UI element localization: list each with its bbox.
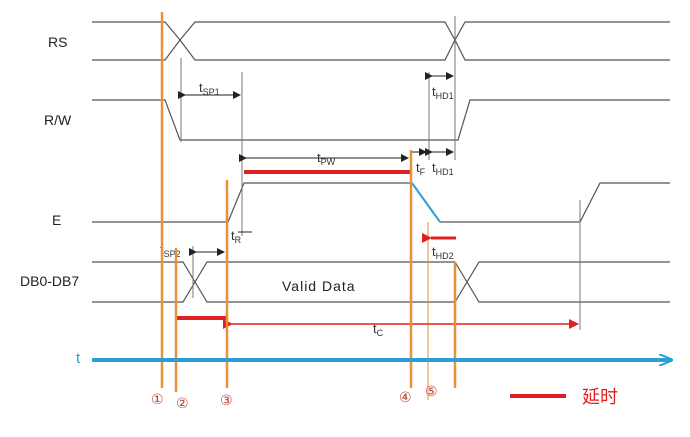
legend-label: 延时 bbox=[582, 387, 618, 408]
param-tsp1: tSP1 bbox=[199, 80, 220, 97]
param-tpw: tPW bbox=[317, 150, 336, 167]
legend: 延时 bbox=[510, 387, 618, 408]
delay-bars bbox=[176, 170, 456, 320]
event-marker-2: ② bbox=[176, 396, 189, 412]
timing-params: tSP1 tHD1 tPW tF tHD1 tR tSP2 tHD2 tC bbox=[160, 80, 454, 338]
param-thd1-top: tHD1 bbox=[432, 84, 454, 101]
signal-label-e: E bbox=[52, 212, 61, 228]
signal-label-rs: RS bbox=[48, 34, 67, 50]
signal-label-rw: R/W bbox=[44, 112, 72, 128]
signal-label-db: DB0-DB7 bbox=[20, 273, 79, 289]
event-marker-3: ③ bbox=[220, 393, 233, 409]
param-thd2: tHD2 bbox=[432, 244, 454, 261]
param-tr: tR bbox=[231, 228, 242, 245]
e-waveform bbox=[92, 182, 670, 223]
param-thd1-mid: tHD1 bbox=[432, 160, 454, 177]
valid-data-label: Valid Data bbox=[282, 278, 356, 294]
param-tf: tF bbox=[416, 160, 426, 177]
e-falling-edge bbox=[411, 182, 441, 223]
reference-lines bbox=[180, 16, 581, 400]
event-marker-1: ① bbox=[151, 392, 164, 408]
event-marker-lines bbox=[160, 12, 457, 392]
db-waveform bbox=[92, 261, 670, 303]
event-marker-4: ④ bbox=[399, 390, 412, 406]
rs-waveform bbox=[92, 21, 670, 61]
time-axis-label: t bbox=[76, 350, 81, 367]
rw-waveform bbox=[92, 99, 670, 141]
timing-arrows bbox=[178, 72, 454, 256]
event-marker-5: ⑤ bbox=[425, 384, 438, 400]
